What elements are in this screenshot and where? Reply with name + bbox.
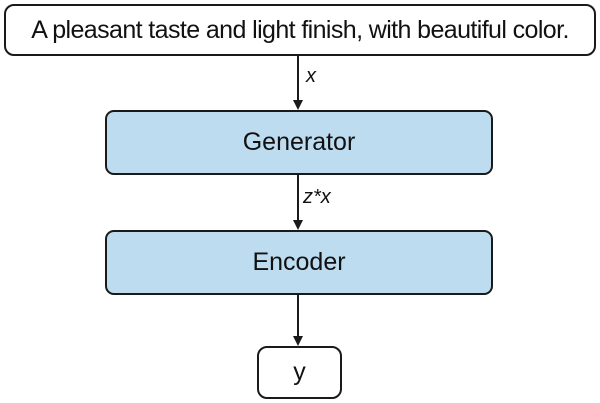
output-label: y (293, 358, 306, 386)
input-text-box: A pleasant taste and light finish, with … (4, 4, 596, 56)
generator-label: Generator (242, 128, 356, 156)
generator-node: Generator (105, 110, 493, 175)
edge-label-x: x (306, 65, 316, 87)
output-node: y (257, 346, 342, 399)
encoder-node: Encoder (105, 230, 493, 295)
input-text: A pleasant taste and light finish, with … (31, 15, 569, 44)
edge-label-zx: z*x (303, 186, 331, 208)
encoder-label: Encoder (252, 248, 346, 276)
